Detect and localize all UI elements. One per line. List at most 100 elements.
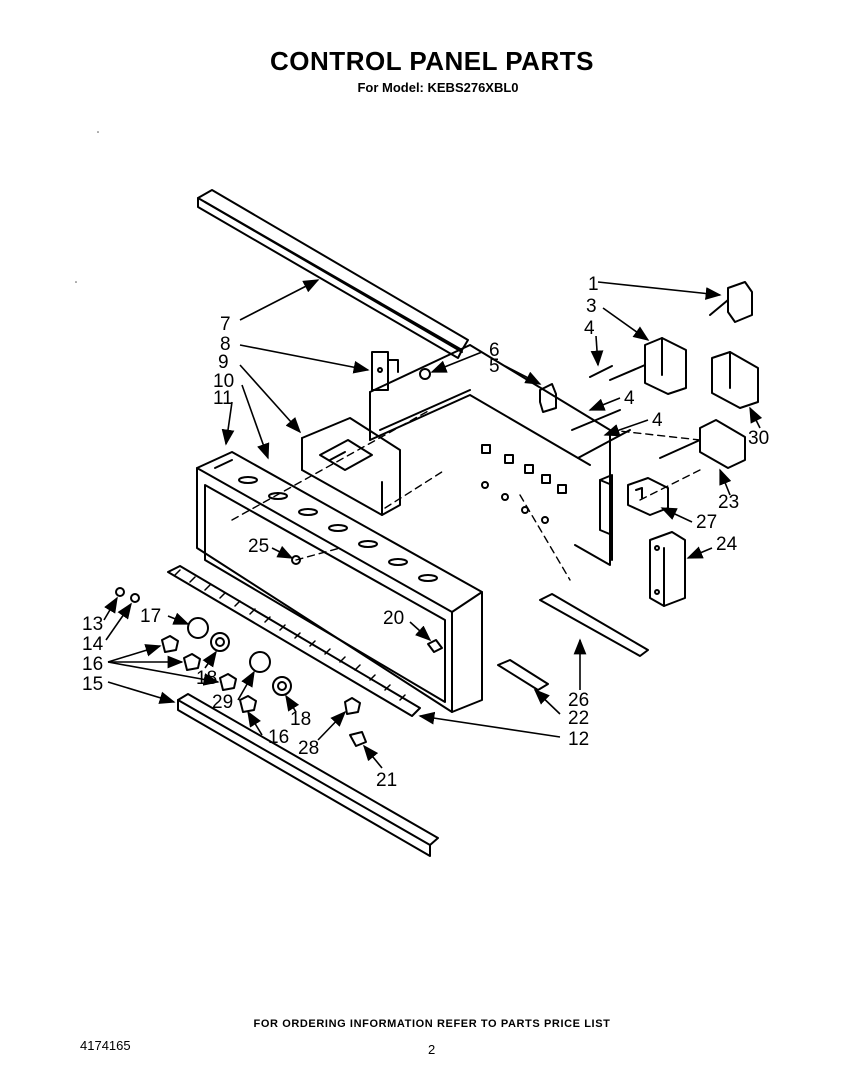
leader-5 xyxy=(504,365,542,385)
leader-9a xyxy=(239,364,302,434)
leader-6 xyxy=(430,351,483,373)
callout-28: 28 xyxy=(298,738,319,759)
leader-23 xyxy=(719,468,732,496)
leader-4c xyxy=(603,419,649,437)
callout-4c: 4 xyxy=(652,410,663,431)
leader-3 xyxy=(602,307,650,341)
screw-13 xyxy=(115,587,125,597)
rod-4c xyxy=(577,429,631,459)
vent-grille-strip xyxy=(167,565,421,717)
rail-26 xyxy=(539,593,649,657)
leader-16c xyxy=(107,661,220,686)
leader-27 xyxy=(660,507,693,523)
leader-29 xyxy=(237,670,255,701)
rod-4a xyxy=(589,365,613,378)
callout-17: 17 xyxy=(140,606,161,627)
leader-10 xyxy=(241,384,270,460)
callout-4a: 4 xyxy=(584,318,595,339)
button-16b xyxy=(183,653,201,671)
leader-20 xyxy=(409,621,432,642)
leader-25 xyxy=(271,545,294,559)
button-16d xyxy=(239,695,257,713)
control-chassis xyxy=(369,344,613,566)
leader-24 xyxy=(686,546,713,559)
nut-6 xyxy=(419,368,431,380)
callout-3: 3 xyxy=(586,296,597,317)
assembly-lines xyxy=(231,409,701,581)
callout-10: 10 xyxy=(213,371,234,392)
spacer-25 xyxy=(291,555,301,565)
leader-13 xyxy=(103,596,118,621)
switch-component-23 xyxy=(659,419,746,469)
clip-21 xyxy=(349,731,367,747)
bracket-24 xyxy=(649,531,686,607)
button-28 xyxy=(344,697,361,715)
callout-29: 29 xyxy=(212,692,233,713)
callout-13: 13 xyxy=(82,614,103,635)
callout-30: 30 xyxy=(748,428,769,449)
knob-part-29 xyxy=(249,651,271,673)
leader-18a xyxy=(202,650,217,669)
callout-7: 7 xyxy=(220,314,231,335)
button-16c xyxy=(219,673,237,691)
callout-25: 25 xyxy=(248,536,269,557)
leader-22 xyxy=(533,688,561,715)
knob-part-17 xyxy=(187,617,209,639)
leader-28 xyxy=(317,710,347,741)
callout-14: 14 xyxy=(82,634,104,655)
leader-16d xyxy=(247,710,263,736)
leader-4a xyxy=(590,335,604,367)
leader-1 xyxy=(597,281,722,300)
leader-4b xyxy=(588,397,621,411)
button-16a xyxy=(161,635,179,653)
rail-22 xyxy=(497,659,549,691)
callout-5: 5 xyxy=(489,356,500,377)
leader-30 xyxy=(749,406,763,429)
callout-9: 9 xyxy=(218,352,229,373)
control-panel-housing xyxy=(196,451,483,713)
clip-20 xyxy=(427,639,443,653)
callout-16b: 16 xyxy=(268,727,289,748)
switch-component-1 xyxy=(709,281,753,323)
callout-18a: 18 xyxy=(196,668,217,689)
page-number: 2 xyxy=(428,1042,436,1057)
callout-11: 11 xyxy=(213,388,233,409)
callout-22: 22 xyxy=(568,708,589,729)
callout-1: 1 xyxy=(588,274,599,295)
rod-4b xyxy=(571,409,621,431)
document-number: 4174165 xyxy=(80,1038,131,1053)
callout-26: 26 xyxy=(568,690,589,711)
leader-7 xyxy=(239,279,320,321)
ordering-info-note: FOR ORDERING INFORMATION REFER TO PARTS … xyxy=(253,1018,611,1030)
bezel-part-18a xyxy=(210,632,230,652)
bracket-5 xyxy=(539,383,557,413)
callout-23: 23 xyxy=(718,492,739,513)
callout-24: 24 xyxy=(716,534,738,555)
page-title: CONTROL PANEL PARTS xyxy=(270,46,594,76)
callout-21: 21 xyxy=(376,770,397,791)
leader-16a xyxy=(107,644,162,663)
callout-12: 12 xyxy=(568,729,589,750)
callout-16a: 16 xyxy=(82,654,103,675)
model-subtitle: For Model: KEBS276XBL0 xyxy=(357,80,519,95)
callout-8: 8 xyxy=(220,334,231,355)
callout-27: 27 xyxy=(696,512,717,533)
callout-15: 15 xyxy=(82,674,103,695)
callout-4b: 4 xyxy=(624,388,635,409)
screw-14 xyxy=(130,593,140,603)
leader-17 xyxy=(167,612,190,625)
speck-dot xyxy=(97,131,99,133)
callout-6: 6 xyxy=(489,340,500,361)
top-trim-strip xyxy=(197,189,469,359)
bottom-trim-strip xyxy=(177,693,439,857)
leader-8 xyxy=(239,344,370,374)
leader-21 xyxy=(362,744,383,769)
leader-11 xyxy=(221,401,235,446)
switch-component-3 xyxy=(609,337,687,395)
switch-component-30 xyxy=(711,351,759,409)
callout-18b: 18 xyxy=(290,709,311,730)
display-board xyxy=(301,417,401,516)
terminal-block-27 xyxy=(627,477,669,516)
bezel-part-18b xyxy=(272,676,292,696)
leader-12 xyxy=(418,711,561,738)
